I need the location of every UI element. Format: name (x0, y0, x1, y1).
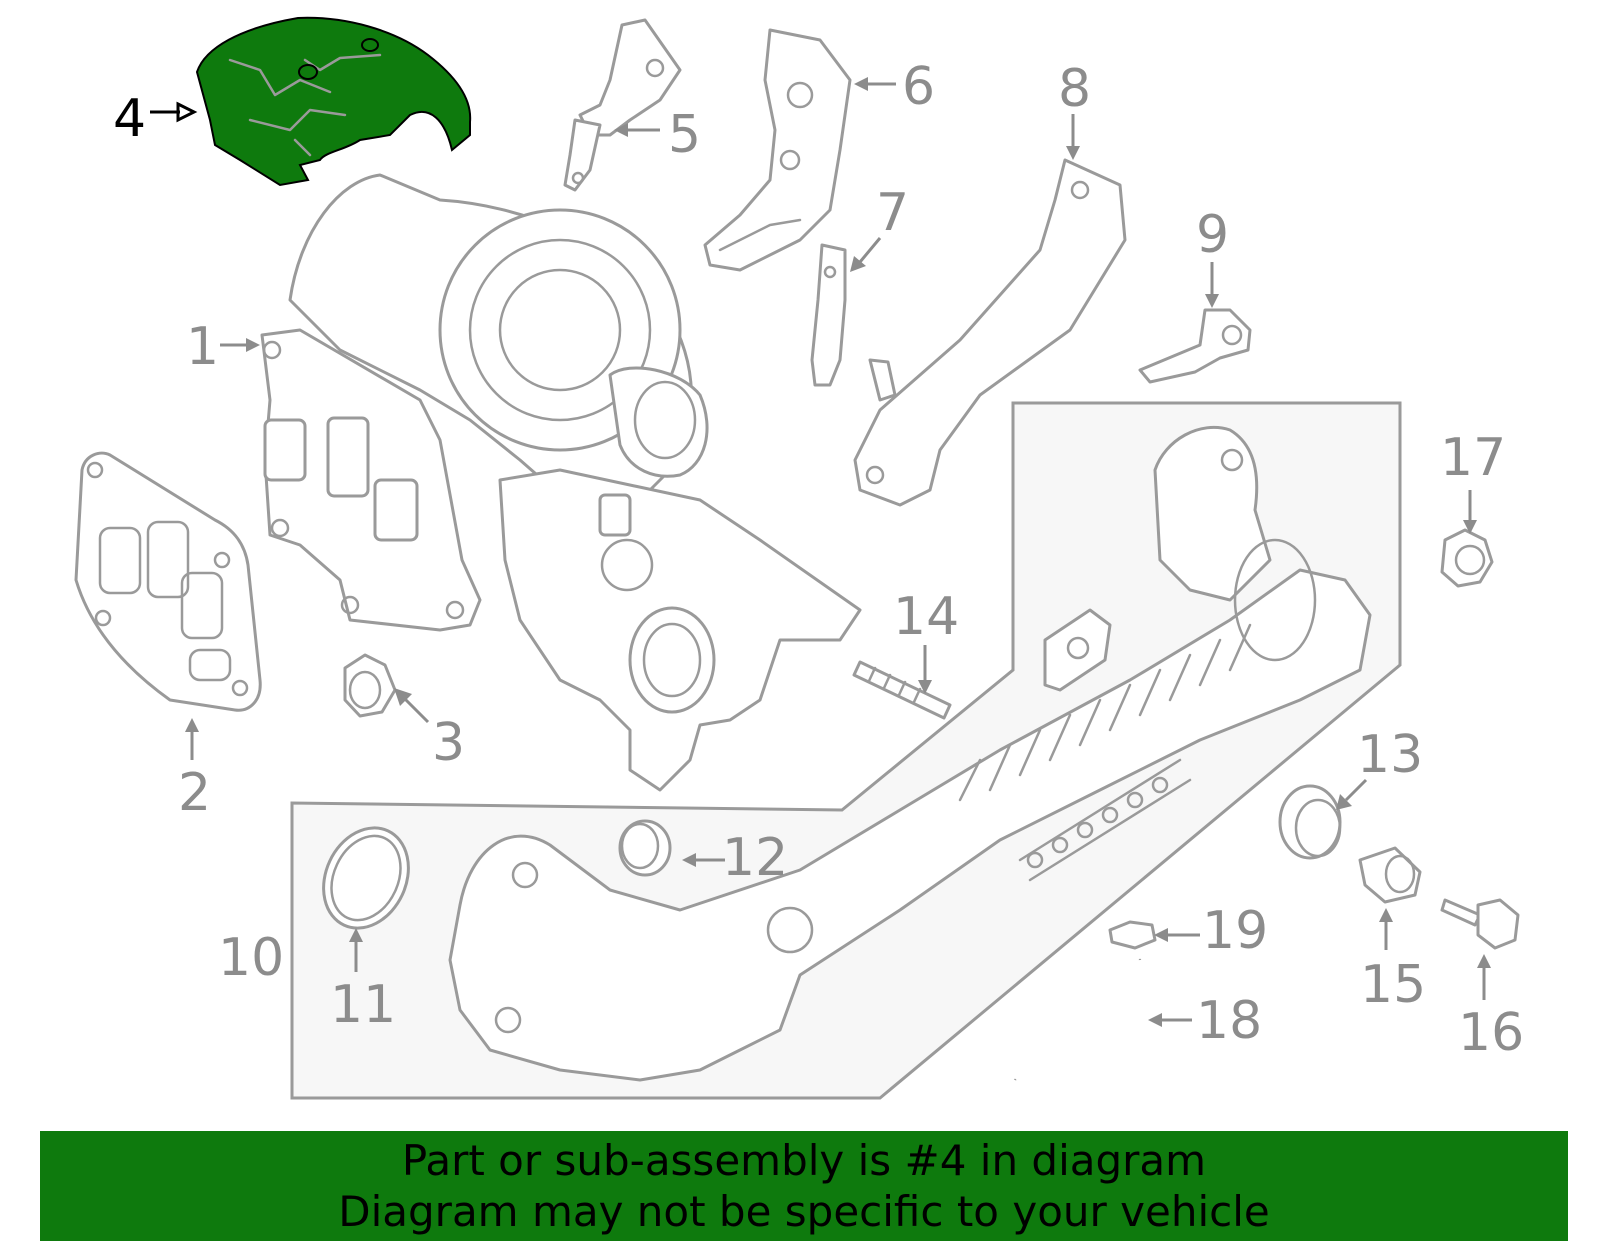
part-8-support-bracket[interactable] (853, 158, 1127, 507)
callout-19: 19 (1202, 901, 1268, 961)
part-11-seal-ring[interactable] (308, 814, 424, 942)
callout-10: 10 (218, 928, 284, 988)
callout-9: 9 (1196, 205, 1229, 265)
callout-2: 2 (178, 763, 211, 823)
part-19-clamp[interactable] (1108, 920, 1157, 950)
part-14-stud[interactable] (852, 660, 952, 720)
callout-4: 4 (113, 89, 146, 149)
part-12-plug[interactable] (618, 819, 672, 877)
flange-port-c (373, 478, 419, 542)
part-3-nut[interactable] (343, 653, 397, 718)
part-13-bushing[interactable] (1278, 784, 1342, 860)
flange-port-b (326, 416, 370, 498)
leader-lines (150, 77, 1491, 1027)
part-15-sleeve[interactable] (1358, 846, 1422, 904)
callout-11: 11 (330, 975, 396, 1035)
callout-14: 14 (893, 587, 959, 647)
part-4-heat-shield[interactable] (195, 16, 472, 187)
part-10-exhaust-assembly[interactable] (448, 425, 1372, 1082)
exhaust-pipe-body (448, 568, 1372, 1082)
info-banner: Part or sub-assembly is #4 in diagram Di… (40, 1131, 1568, 1241)
part-2-gasket[interactable] (74, 451, 262, 712)
part-18-hose[interactable] (1009, 958, 1146, 1113)
callout-13: 13 (1357, 725, 1423, 785)
callout-5: 5 (668, 105, 701, 165)
turbo-port (628, 606, 716, 714)
callout-1: 1 (186, 317, 219, 377)
callout-6: 6 (902, 57, 935, 117)
callout-7: 7 (876, 183, 909, 243)
banner-line-part: Part or sub-assembly is #4 in diagram (401, 1136, 1207, 1185)
part-1-turbocharger[interactable] (260, 173, 862, 792)
callout-3: 3 (432, 713, 465, 773)
banner-line-disclaimer: Diagram may not be specific to your vehi… (338, 1187, 1270, 1236)
heat-shield-ribs (228, 53, 382, 157)
part-5-bracket[interactable] (563, 18, 682, 192)
callout-15: 15 (1360, 955, 1426, 1015)
callout-16: 16 (1458, 1003, 1524, 1063)
gasket-shape (74, 451, 262, 712)
callout-8: 8 (1058, 59, 1091, 119)
part-17-nut[interactable] (1440, 528, 1494, 588)
callout-18: 18 (1196, 991, 1262, 1051)
part-6-bracket[interactable] (703, 28, 852, 272)
flange-port-a (263, 418, 307, 482)
callout-17: 17 (1440, 428, 1506, 488)
part-7-strap[interactable] (810, 243, 847, 387)
exhaust-flange (1153, 425, 1272, 602)
part-16-bolt[interactable] (1440, 898, 1520, 950)
callout-12: 12 (722, 828, 788, 888)
turbo-flange (260, 328, 482, 632)
exhaust-bracket (1043, 608, 1112, 692)
heat-shield-shape (195, 16, 472, 187)
part-9-clip[interactable] (1138, 308, 1252, 384)
